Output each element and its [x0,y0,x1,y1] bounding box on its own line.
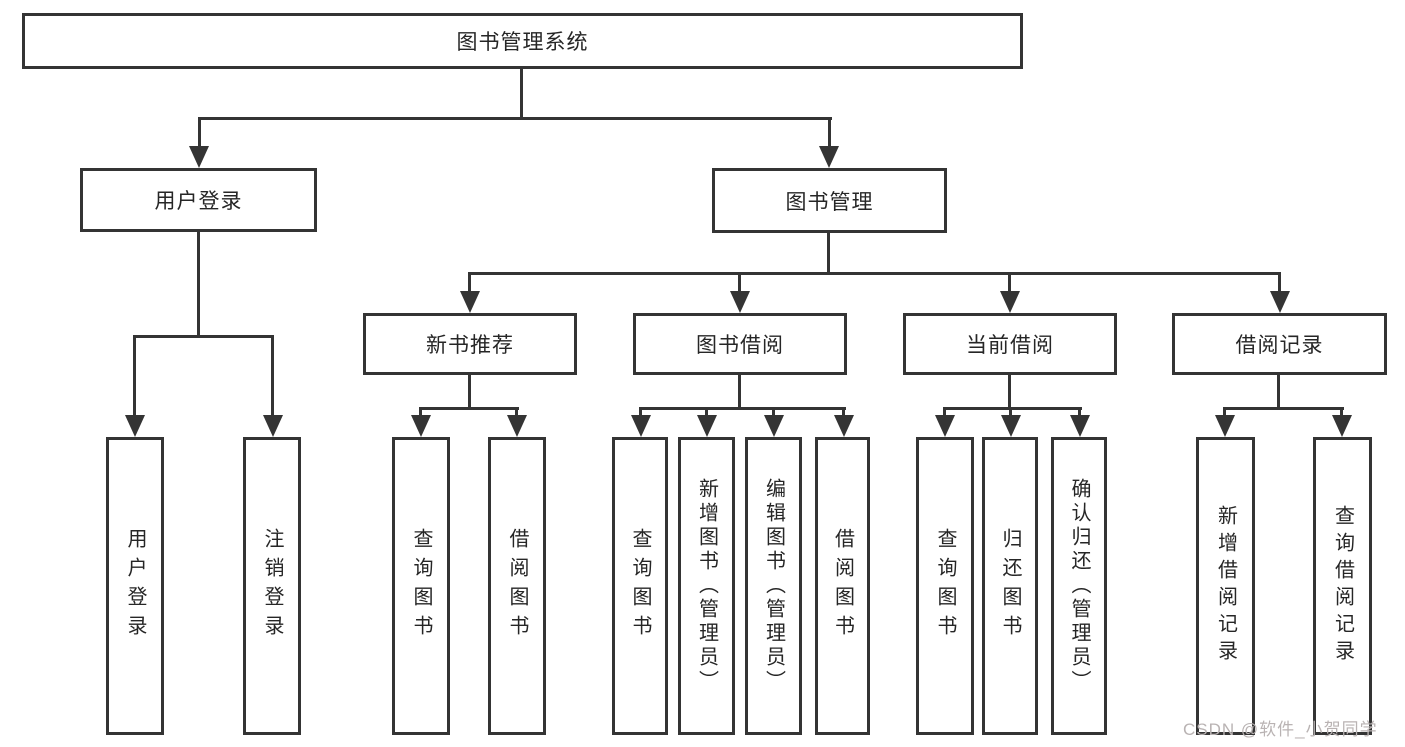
connector-line [1278,272,1281,292]
node-book-mgmt: 图书管理 [712,168,947,233]
arrow-down-icon [411,415,431,437]
connector-line [639,407,642,417]
leaf-borrow-book-2: 借阅图书 [815,437,870,735]
node-borrow-records: 借阅记录 [1172,313,1387,375]
connector-line [520,69,523,117]
node-current-borrow: 当前借阅 [903,313,1117,375]
connector-line [1008,272,1011,292]
connector-line [1223,407,1226,417]
node-new-book-rec: 新书推荐 [363,313,577,375]
leaf-confirm-return-admin: 确认归还（管理员） [1051,437,1107,735]
arrow-down-icon [1000,291,1020,313]
connector-line [1340,407,1343,417]
connector-line [133,335,136,416]
connector-line [828,117,831,147]
arrow-down-icon [263,415,283,437]
leaf-query-book-3: 查询图书 [916,437,974,735]
connector-line [1009,407,1012,417]
arrow-down-icon [1270,291,1290,313]
connector-line [468,272,471,292]
node-root: 图书管理系统 [22,13,1023,69]
leaf-logout: 注销登录 [243,437,301,735]
arrow-down-icon [730,291,750,313]
connector-line [197,232,200,335]
connector-line [198,117,201,147]
connector-line [515,407,518,417]
connector-line [133,335,274,338]
connector-line [1078,407,1081,417]
arrow-down-icon [507,415,527,437]
leaf-edit-book-admin: 编辑图书（管理员） [745,437,802,735]
leaf-borrow-book-1: 借阅图书 [488,437,546,735]
arrow-down-icon [460,291,480,313]
arrow-down-icon [1070,415,1090,437]
arrow-down-icon [834,415,854,437]
connector-line [827,233,830,272]
connector-line [639,407,846,410]
connector-line [705,407,708,417]
arrow-down-icon [1215,415,1235,437]
leaf-return-book: 归还图书 [982,437,1038,735]
arrow-down-icon [189,146,209,168]
connector-line [842,407,845,417]
connector-line [419,407,422,417]
arrow-down-icon [1332,415,1352,437]
arrow-down-icon [819,146,839,168]
connector-line [1277,375,1280,407]
arrow-down-icon [697,415,717,437]
connector-line [772,407,775,417]
connector-line [198,117,832,120]
connector-line [468,272,1281,275]
leaf-query-book-2: 查询图书 [612,437,668,735]
leaf-query-book-1: 查询图书 [392,437,450,735]
leaf-add-record: 新增借阅记录 [1196,437,1255,735]
connector-line [943,407,1082,410]
connector-line [271,335,274,416]
connector-line [738,375,741,407]
node-book-borrow: 图书借阅 [633,313,847,375]
arrow-down-icon [764,415,784,437]
connector-line [1223,407,1344,410]
arrow-down-icon [125,415,145,437]
arrow-down-icon [1001,415,1021,437]
connector-line [943,407,946,417]
connector-line [468,375,471,407]
csdn-watermark: CSDN @软件_小贺同学 [1183,720,1378,739]
leaf-user-login: 用户登录 [106,437,164,735]
connector-line [1008,375,1011,407]
arrow-down-icon [631,415,651,437]
connector-line [738,272,741,292]
leaf-query-record: 查询借阅记录 [1313,437,1372,735]
leaf-add-book-admin: 新增图书（管理员） [678,437,735,735]
connector-line [419,407,519,410]
node-user-login: 用户登录 [80,168,317,232]
arrow-down-icon [935,415,955,437]
